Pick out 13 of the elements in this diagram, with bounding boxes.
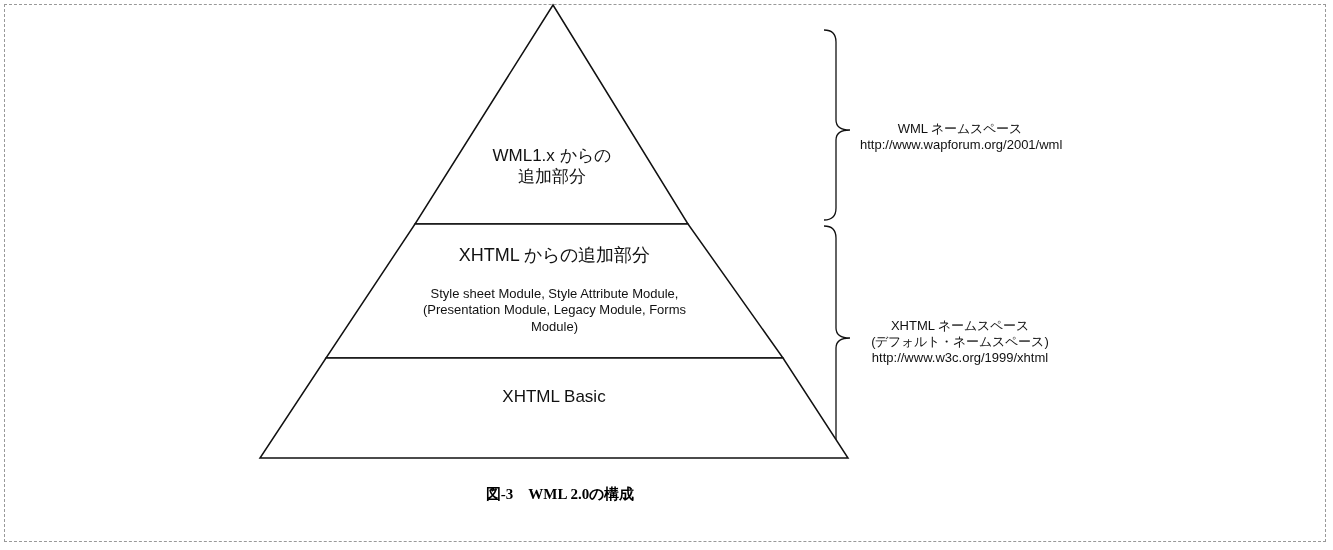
namespace-url: http://www.wapforum.org/2001/wml [860, 137, 1060, 152]
layer-title: WML1.x からの追加部分 [491, 145, 612, 188]
pyramid-layer [415, 5, 688, 224]
namespace-note: (デフォルト・ネームスペース) [870, 333, 1050, 351]
layer-title: XHTML Basic [501, 386, 607, 408]
pyramid-layer [326, 224, 783, 358]
namespace-url: http://www.w3c.org/1999/xhtml [870, 350, 1050, 365]
layer-title: XHTML からの追加部分 [457, 244, 652, 267]
figure-caption: 図-3 WML 2.0の構成 [484, 485, 636, 504]
layer-description: Style sheet Module, Style Attribute Module, (Presentation Module, Legacy Module, Forms Module) [422, 286, 687, 335]
namespace-name: XHTML ネームスペース [889, 317, 1031, 335]
namespace-name: WML ネームスペース [896, 120, 1024, 138]
pyramid-layer [260, 358, 848, 458]
